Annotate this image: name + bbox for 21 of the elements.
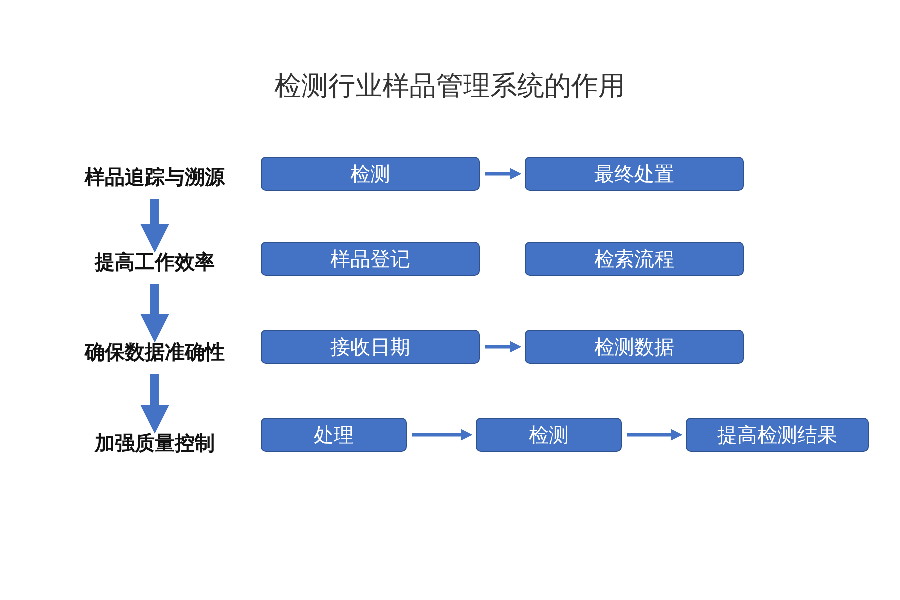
arrow (485, 168, 522, 180)
diagram-title: 检测行业样品管理系统的作用 (274, 70, 626, 104)
arrow (140, 374, 170, 434)
process-box: 检测 (261, 157, 480, 191)
process-box: 处理 (261, 418, 407, 452)
process-box: 最终处置 (525, 157, 744, 191)
process-box: 检测 (476, 418, 622, 452)
process-box: 接收日期 (261, 330, 480, 364)
process-box: 检索流程 (525, 242, 744, 276)
arrow (485, 341, 522, 353)
arrow (627, 429, 683, 441)
process-box: 检测数据 (525, 330, 744, 364)
arrow (140, 199, 170, 253)
arrow (412, 429, 473, 441)
process-box: 样品登记 (261, 242, 480, 276)
arrow (140, 284, 170, 343)
step-label: 加强质量控制 (70, 428, 240, 458)
step-label: 确保数据准确性 (70, 337, 240, 367)
step-label: 提高工作效率 (70, 247, 240, 277)
process-box: 提高检测结果 (686, 418, 869, 452)
step-label: 样品追踪与溯源 (70, 162, 240, 192)
